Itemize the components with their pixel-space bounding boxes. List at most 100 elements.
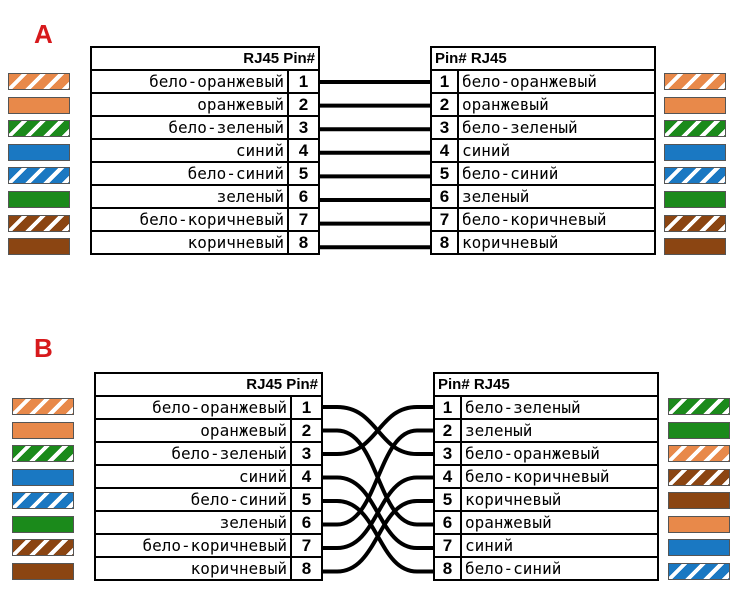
diagram-a-left-pin-7-number: 7 <box>287 207 320 232</box>
diagram-a-right-swatch-3 <box>664 120 726 138</box>
diagram-b-left-pin-5-number: 5 <box>290 487 323 512</box>
diagram-b-right-pin-6-name: оранжевый <box>460 510 659 535</box>
diagram-a-right-pin-5-name: бело-синий <box>457 161 656 186</box>
diagram-b-right-pin-5-name: коричневый <box>460 487 659 512</box>
diagram-a-right-header: Pin# RJ45 <box>430 46 656 71</box>
diagram-a-left-pin-1-name: бело-оранжевый <box>90 69 289 94</box>
diagram-a-right-pin-7-name: бело-коричневый <box>457 207 656 232</box>
diagram-b-wire-6-to-2 <box>321 428 433 527</box>
diagram-a-left-pin-2-name: оранжевый <box>90 92 289 117</box>
diagram-b-left-header: RJ45 Pin# <box>94 372 323 397</box>
diagram-b-left-pin-7-name: бело-коричневый <box>94 533 292 558</box>
diagram-b-left-pin-4-name: синий <box>94 464 292 489</box>
diagram-b-left-pin-5-name: бело-синий <box>94 487 292 512</box>
diagram-b-wire-7-to-4 <box>321 475 433 550</box>
diagram-b-right-pin-3-name: бело-оранжевый <box>460 441 659 466</box>
diagram-b-right-pin-8-name: бело-синий <box>460 556 659 581</box>
diagram-b-right-pin-7-number: 7 <box>433 533 462 558</box>
diagram-a-right-pin-8-number: 8 <box>430 230 459 255</box>
diagram-b-right-pin-1-number: 1 <box>433 395 462 420</box>
diagram-a-left-swatch-3 <box>8 120 70 138</box>
diagram-a-right-pin-7-number: 7 <box>430 207 459 232</box>
diagram-a-left-pin-8-number: 8 <box>287 230 320 255</box>
diagram-b-right-pin-3-number: 3 <box>433 441 462 466</box>
diagram-b-left-pin-2-name: оранжевый <box>94 418 292 443</box>
diagram-b-right-header: Pin# RJ45 <box>433 372 659 397</box>
diagram-a-right-pin-2-number: 2 <box>430 92 459 117</box>
diagram-b-left-swatch-4 <box>12 468 74 486</box>
diagram-a-right-swatch-2 <box>664 96 726 114</box>
diagram-b-left-pin-8-name: коричневый <box>94 556 292 581</box>
diagram-b-left-swatch-8 <box>12 562 74 580</box>
diagram-b-right-pin-1-name: бело-зеленый <box>460 395 659 420</box>
diagram-b-right-swatch-2 <box>668 421 730 439</box>
diagram-a-right-pin-1-name: бело-оранжевый <box>457 69 656 94</box>
diagram-b-right-swatch-5 <box>668 492 730 509</box>
diagram-a-right-swatch-7 <box>664 214 726 232</box>
diagram-b-wire-3-to-1 <box>321 405 433 456</box>
diagram-b-left-swatch-5 <box>12 492 74 509</box>
diagram-b-label: B <box>34 333 53 363</box>
diagram-a-left-header: RJ45 Pin# <box>90 46 320 71</box>
diagram-a-right-swatch-6 <box>664 191 726 208</box>
diagram-a-left-swatch-2 <box>8 96 70 114</box>
diagram-a-left-swatch-7 <box>8 214 70 232</box>
diagram-b-right-swatch-4 <box>668 468 730 486</box>
diagram-a-left-pin-8-name: коричневый <box>90 230 289 255</box>
diagram-a-right-pin-6-name: зеленый <box>457 184 656 209</box>
diagram-a-left-pin-2-number: 2 <box>287 92 320 117</box>
diagram-b-left-swatch-3 <box>12 445 74 462</box>
diagram-b-right-swatch-6 <box>668 515 730 533</box>
diagram-a-left-pin-4-name: синий <box>90 138 289 163</box>
diagram-a-left-pin-6-number: 6 <box>287 184 320 209</box>
diagram-a-left-swatch-6 <box>8 191 70 208</box>
diagram-b-wire-8-to-5 <box>321 499 433 574</box>
diagram-a-left-swatch-1 <box>8 73 70 90</box>
diagram-b-left-pin-8-number: 8 <box>290 556 323 581</box>
diagram-b-left-swatch-2 <box>12 421 74 439</box>
diagram-b-left-pin-1-number: 1 <box>290 395 323 420</box>
diagram-b-right-swatch-1 <box>668 398 730 415</box>
diagram-a-left-swatch-4 <box>8 143 70 161</box>
diagram-b-right-swatch-7 <box>668 539 730 556</box>
diagram-b-left-swatch-1 <box>12 398 74 415</box>
diagram-a-right-swatch-8 <box>664 238 726 256</box>
diagram-b-right-pin-6-number: 6 <box>433 510 462 535</box>
diagram-b-left-pin-3-name: бело-зеленый <box>94 441 292 466</box>
diagram-b-right-pin-7-name: синий <box>460 533 659 558</box>
diagram-b-right-pin-5-number: 5 <box>433 487 462 512</box>
diagram-a-left-swatch-8 <box>8 238 70 256</box>
diagram-b-left-swatch-6 <box>12 515 74 533</box>
diagram-a-left-pin-4-number: 4 <box>287 138 320 163</box>
diagram-b-left-pin-7-number: 7 <box>290 533 323 558</box>
diagram-a-right-pin-3-name: бело-зеленый <box>457 115 656 140</box>
diagram-b-right-pin-8-number: 8 <box>433 556 462 581</box>
diagram-a-right-pin-4-number: 4 <box>430 138 459 163</box>
diagram-b-right-swatch-8 <box>668 562 730 580</box>
diagram-a-right-pin-5-number: 5 <box>430 161 459 186</box>
diagram-b-right-swatch-3 <box>668 445 730 462</box>
diagram-b-left-pin-4-number: 4 <box>290 464 323 489</box>
diagram-b-left-pin-6-name: зеленый <box>94 510 292 535</box>
diagram-a-right-swatch-5 <box>664 167 726 185</box>
diagram-a-right-pin-2-name: оранжевый <box>457 92 656 117</box>
diagram-b-right-pin-4-name: бело-коричневый <box>460 464 659 489</box>
diagram-a-right-pin-6-number: 6 <box>430 184 459 209</box>
diagram-a-right-swatch-1 <box>664 73 726 90</box>
diagram-a-left-pin-5-name: бело-синий <box>90 161 289 186</box>
diagram-a-right-pin-1-number: 1 <box>430 69 459 94</box>
diagram-a-left-pin-3-number: 3 <box>287 115 320 140</box>
diagram-a-right-swatch-4 <box>664 143 726 161</box>
diagram-a-right-pin-3-number: 3 <box>430 115 459 140</box>
diagram-a-left-pin-3-name: бело-зеленый <box>90 115 289 140</box>
diagram-a-left-pin-1-number: 1 <box>287 69 320 94</box>
diagram-a-right-pin-4-name: синий <box>457 138 656 163</box>
diagram-b-left-swatch-7 <box>12 539 74 556</box>
diagram-b-right-pin-4-number: 4 <box>433 464 462 489</box>
diagram-b-left-pin-1-name: бело-оранжевый <box>94 395 292 420</box>
diagram-a-left-pin-6-name: зеленый <box>90 184 289 209</box>
